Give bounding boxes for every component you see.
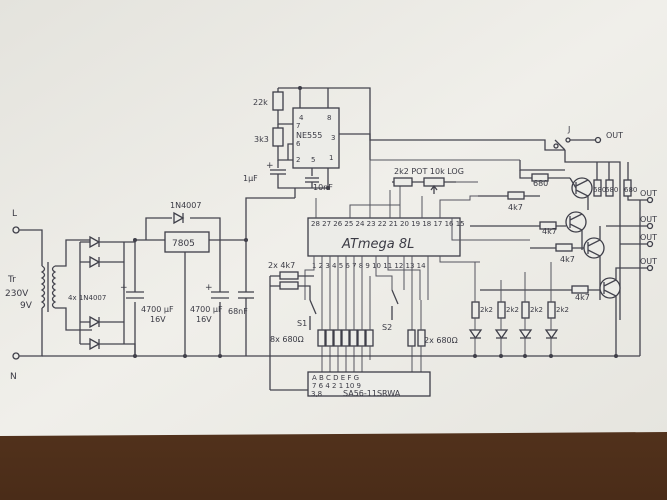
digit-resistors-label: 2x 680Ω (424, 336, 458, 345)
capacitor-4700uf-1: + 4700 µF 16V (120, 240, 174, 356)
cap1-voltage: 16V (150, 315, 166, 324)
svg-text:1: 1 (329, 154, 333, 162)
resistor-4k7-3 (555, 243, 573, 252)
transistor-2 (565, 211, 587, 233)
svg-text:+: + (205, 283, 213, 293)
transistor-1 (571, 177, 593, 199)
out-label-4: OUT (640, 233, 657, 242)
mcu-bottom-pins: 1 2 3 4 5 6 7 8 9 10 11 12 13 14 (312, 262, 426, 270)
svg-text:3: 3 (331, 134, 335, 142)
status-leds: 2k2 2k2 2k2 2k2 (468, 262, 569, 356)
led-r3-label: 2k2 (530, 306, 543, 314)
timer-r1-label: 22k (253, 98, 268, 107)
out-label-1: OUT (606, 131, 623, 140)
potentiometer (423, 177, 445, 187)
display-segment-letters: A B C D E F G (312, 374, 359, 382)
cap2-voltage: 16V (196, 315, 212, 324)
mcu-chip-label: ATmega 8L (341, 237, 414, 252)
cap1-value: 4700 µF (141, 305, 174, 314)
r680-3-label: 680 (605, 186, 618, 194)
out-label-3: OUT (640, 215, 657, 224)
svg-text:4: 4 (299, 114, 304, 122)
r680-1-label: 680 (533, 179, 548, 188)
cap3-value: 68nF (228, 307, 248, 316)
digit-resistor-1 (407, 329, 416, 347)
svg-text:+: + (120, 283, 128, 293)
svg-text:7: 7 (296, 122, 300, 130)
resistor-pullup-2 (279, 281, 299, 290)
protection-diode-label: 1N4007 (170, 201, 201, 210)
svg-text:+: + (266, 161, 274, 171)
transformer-primary: 230V (5, 289, 29, 299)
display-part-label: SA56-11SRWA (343, 389, 401, 398)
ne555-timer: NE555 4 8 7 6 3 2 5 1 22k 3k3 + 1µF 10nF (243, 86, 565, 198)
svg-text:8: 8 (327, 114, 331, 122)
svg-text:5: 5 (311, 156, 315, 164)
bridge-label: 4x 1N4007 (68, 294, 106, 302)
rbase-3-label: 4k7 (560, 255, 575, 264)
resistor-4k7-4 (571, 285, 589, 294)
output-stage: J OUT 680 680 680 680 OUT 4k7 4k7 OUT (250, 125, 657, 358)
capacitor-68nf: 68nF (228, 197, 295, 356)
display-pins: 7 6 4 2 1 10 9 (312, 382, 361, 390)
resistor-3k3 (272, 127, 284, 147)
transistor-4 (599, 277, 621, 299)
svg-text:6: 6 (296, 140, 301, 148)
segment-resistors (317, 276, 374, 372)
capacitor-4700uf-2: + 4700 µF 16V (190, 240, 229, 356)
resistor-2k2 (393, 177, 413, 187)
resistor-22k (272, 91, 284, 111)
timer-c1-label: 1µF (243, 174, 258, 183)
segment-resistors-label: 8x 680Ω (270, 335, 304, 344)
switch-s2-label: S2 (382, 323, 392, 332)
pot-label: 2k2 POT 10k LOG (394, 167, 464, 176)
r680-4-label: 680 (624, 186, 637, 194)
neutral-label: N (10, 372, 17, 382)
resistor-4k7-1 (507, 191, 525, 200)
regulator-label: 7805 (172, 239, 195, 249)
led-r2-label: 2k2 (506, 306, 519, 314)
line-label: L (12, 209, 17, 219)
timer-r2-label: 3k3 (254, 135, 269, 144)
bridge-rectifier: 4x 1N4007 (68, 235, 125, 351)
rbase-1-label: 4k7 (508, 203, 523, 212)
cap2-value: 4700 µF (190, 305, 223, 314)
seven-segment-display: A B C D E F G 7 6 4 2 1 10 9 3,8 SA56-11… (270, 371, 431, 398)
resistor-pullup-1 (279, 271, 299, 280)
atmega-microcontroller: ATmega 8L 28 27 26 25 24 23 22 21 20 19 … (268, 159, 540, 390)
switch-s1-label: S1 (297, 319, 307, 328)
mcu-top-pins: 28 27 26 25 24 23 22 21 20 19 18 17 16 1… (311, 220, 465, 228)
svg-text:2: 2 (296, 156, 300, 164)
r680-2-label: 680 (593, 186, 606, 194)
svg-text:J: J (567, 125, 570, 134)
timer-chip-label: NE555 (296, 131, 322, 140)
out-label-2: OUT (640, 189, 657, 198)
transformer-secondary: 9V (20, 301, 33, 311)
transistor-3 (583, 237, 605, 259)
rbase-2-label: 4k7 (542, 227, 557, 236)
transformer: Tr 230V 9V (5, 239, 92, 331)
led-r4-label: 2k2 (556, 306, 569, 314)
voltage-regulator: 7805 1N4007 (145, 201, 221, 356)
transformer-label: Tr (7, 275, 16, 285)
out-label-5: OUT (640, 257, 657, 266)
pullups-label: 2x 4k7 (268, 261, 295, 270)
rbase-4-label: 4k7 (575, 293, 590, 302)
timer-c2-label: 10nF (313, 183, 333, 192)
led-r1-label: 2k2 (480, 306, 493, 314)
display-common: 3,8 (311, 390, 322, 398)
